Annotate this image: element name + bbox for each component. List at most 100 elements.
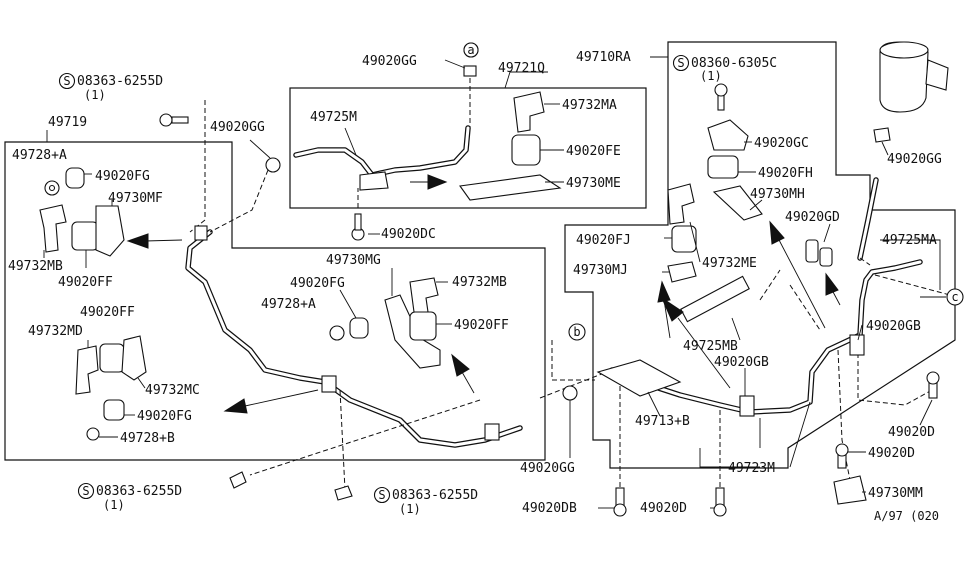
dash-16 (859, 257, 871, 266)
dash-8 (551, 340, 595, 381)
arrow-left-lower (244, 389, 319, 407)
dash-11 (837, 349, 851, 481)
label-49730MH: 49730MH (750, 187, 805, 202)
label-08363-bc-qty: (1) (399, 502, 421, 516)
label-49020FF-lower: 49020FF (80, 305, 135, 320)
callout-b: b (573, 325, 580, 339)
label-49020GB-right: 49020GB (866, 319, 921, 334)
label-49723M: 49723M (728, 461, 775, 476)
label-49728A-center: 49728+A (261, 297, 316, 312)
label-49710RA: 49710RA (576, 50, 631, 65)
bushing-49020FF-lower (99, 343, 125, 373)
arrow-upleft-right1 (777, 237, 826, 329)
label-49732MA: 49732MA (562, 98, 617, 113)
arrow-up-left-small-head (657, 280, 671, 303)
label-49725M: 49725M (310, 110, 357, 125)
ld-49020GD (823, 223, 831, 243)
bolt-49020D-right-head (926, 371, 940, 385)
washer-49728A-center (329, 325, 345, 341)
bracket-49730ME (459, 174, 562, 201)
label-49020FF-center: 49020FF (454, 318, 509, 333)
bracket-49730MF (95, 205, 125, 257)
hose-49725MB (680, 275, 750, 323)
label-49725MA: 49725MA (882, 233, 937, 248)
dash-1 (189, 100, 206, 233)
label-49719: 49719 (48, 115, 87, 130)
label-49732MD: 49732MD (28, 324, 83, 339)
bushing-49020FG-left (65, 167, 85, 189)
s-symbol-bottom-left: S (82, 484, 89, 498)
ld-49725MB (731, 317, 741, 341)
main-pipe (185, 125, 923, 448)
ld-49725M (344, 127, 357, 156)
label-49730MJ: 49730MJ (573, 263, 628, 278)
label-49020FG-lower: 49020FG (137, 409, 192, 424)
bolt-08360-head (714, 83, 728, 97)
arrow-up-left-small (663, 299, 671, 339)
bracket-49020GC (707, 119, 749, 151)
bushing-49020FH (707, 155, 739, 179)
ld-49020GB-right (857, 324, 863, 341)
bolt-49020DB-head (613, 503, 627, 517)
washer-49728A-left-hole (48, 184, 56, 192)
dash-12 (857, 345, 933, 406)
dash-7 (539, 369, 613, 399)
label-49730MM: 49730MM (868, 486, 923, 501)
ld-49020GG-top (444, 59, 466, 69)
bracket-49732MC (121, 335, 147, 381)
dash-14 (874, 274, 951, 296)
clip-49020GD-a (805, 239, 819, 263)
bracket-49732MB-left (39, 204, 67, 253)
bushing-49020FG-lower (103, 399, 125, 421)
label-49020D-bottom: 49020D (640, 501, 687, 516)
label-49020D-right: 49020D (888, 425, 935, 440)
frame-left-box (4, 141, 546, 461)
clip-49020GG-right (873, 127, 891, 143)
dashed-leaders (189, 78, 951, 491)
s-symbol-top-right: S (677, 56, 684, 70)
arrow-upleft-center (677, 317, 731, 389)
label-49020DB: 49020DB (522, 501, 577, 516)
callout-a-circle (463, 42, 479, 58)
ld-49020GG-mid (249, 139, 271, 159)
ld-49732ME (689, 221, 701, 263)
reservoir-cap (879, 41, 929, 59)
bracket-49732MD (75, 345, 99, 395)
dash-15 (759, 269, 781, 301)
bolt-49020D-mid-head (835, 443, 849, 457)
label-49020GG-top: 49020GG (362, 54, 417, 69)
arrow-upleft-center-head (660, 296, 684, 322)
label-49020GC: 49020GC (754, 136, 809, 151)
pipe-inset-hose-inner (294, 126, 470, 177)
label-08360-qty: (1) (700, 69, 722, 83)
arrow-up-center (461, 371, 475, 394)
ld-49721Q (504, 71, 548, 89)
label-49730MF: 49730MF (108, 191, 163, 206)
pipe-left-run-inner (186, 230, 522, 447)
s-circle-bottom-center (373, 486, 391, 504)
label-49020FG-left: 49020FG (95, 169, 150, 184)
label-08363-top: 08363-6255D (77, 74, 163, 89)
nut-49020GG-top (463, 65, 477, 77)
callout-c-circle (946, 288, 964, 306)
clamp-49020GB-center (739, 395, 755, 417)
arrow-up-center-head (451, 353, 470, 377)
ld-49020D-right (919, 399, 933, 426)
clip-49020GG-bottom (562, 385, 578, 401)
frame-inset-top (289, 87, 647, 209)
label-49020D-mid: 49020D (868, 446, 915, 461)
label-49721Q: 49721Q (498, 61, 545, 76)
reservoir-tank (879, 41, 929, 113)
bracket-49730MM (833, 475, 867, 505)
symbols: S S S S a b c (58, 42, 964, 504)
bolt-49020D-bottom-head (713, 503, 727, 517)
label-49730MG: 49730MG (326, 253, 381, 268)
label-49725MB: 49725MB (683, 339, 738, 354)
bracket-49732ME (667, 183, 695, 225)
ld-49730MH (749, 199, 763, 211)
arrow-upleft-right2-head (825, 272, 839, 296)
bushing-49020FF-left (71, 221, 99, 251)
s-circle-bottom-left (77, 482, 95, 500)
label-49020GG-mid: 49020GG (210, 120, 265, 135)
